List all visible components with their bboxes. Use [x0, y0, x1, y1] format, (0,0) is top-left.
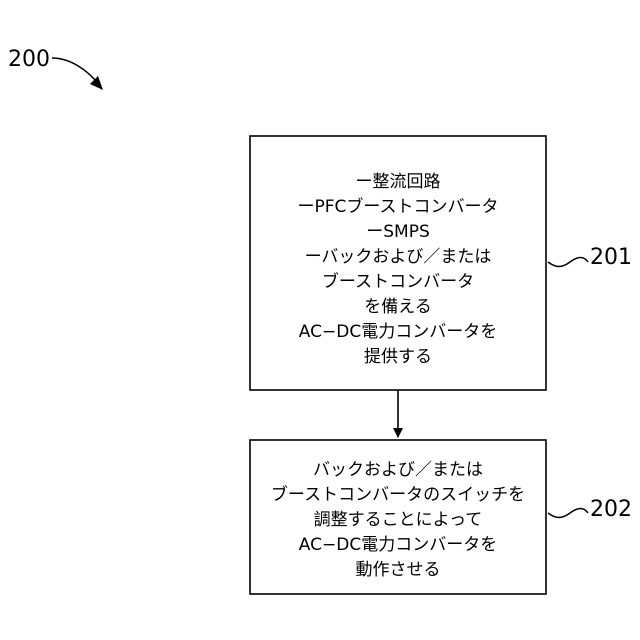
figure-ref-label: 200 [8, 47, 50, 72]
step-202-line-5: 動作させる [356, 560, 441, 580]
step-202-leader [548, 509, 588, 518]
step-201-line-1: ー整流回路 [356, 172, 441, 192]
step-ref-201: 201 [590, 245, 632, 270]
step-201-line-3: ーSMPS [366, 222, 430, 242]
step-201-line-5: ブーストコンバータ [322, 271, 474, 292]
step-201-leader [548, 258, 588, 267]
figure-ref-arrowhead [90, 76, 103, 90]
step-202-line-1: バックおよび／または [313, 460, 483, 480]
step-ref-202: 202 [590, 497, 632, 522]
step-201-line-6: を備える [364, 297, 432, 317]
step-201-line-8: 提供する [364, 347, 432, 367]
step-201-line-4: ーバックおよび／または [305, 247, 492, 267]
step-201-line-7: AC−DC電力コンバータを [299, 322, 497, 342]
step-202-line-4: AC−DC電力コンバータを [299, 535, 497, 555]
step-202-line-2: ブーストコンバータのスイッチを [271, 484, 525, 505]
step-202-line-3: 調整することによって [314, 510, 483, 530]
step-201-line-2: ーPFCブーストコンバータ [297, 196, 498, 217]
